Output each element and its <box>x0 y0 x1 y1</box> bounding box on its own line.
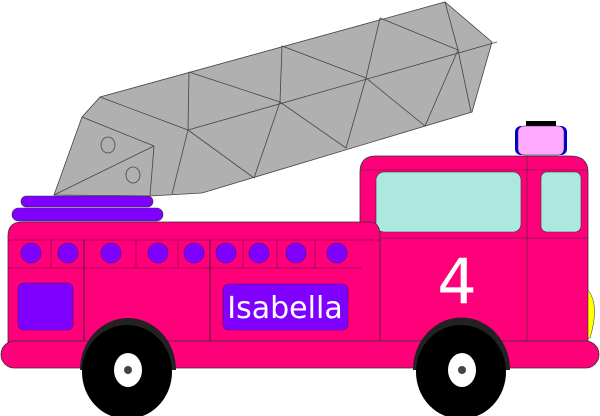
name-plate <box>222 283 349 331</box>
ladder <box>53 1 498 197</box>
wheel-front <box>413 317 510 416</box>
name-plate-label: Isabella <box>227 291 342 326</box>
wheel-rear <box>80 318 176 416</box>
door-number: 4 <box>437 245 476 318</box>
cab-window-front <box>375 171 522 233</box>
beacon-light <box>515 121 567 156</box>
headlight <box>587 289 595 339</box>
side-lights <box>20 242 348 264</box>
hose-roll-bottom <box>11 207 164 222</box>
cab-window-side <box>540 171 582 233</box>
hose-roll-top <box>20 195 154 208</box>
compartment-panel <box>17 282 74 331</box>
